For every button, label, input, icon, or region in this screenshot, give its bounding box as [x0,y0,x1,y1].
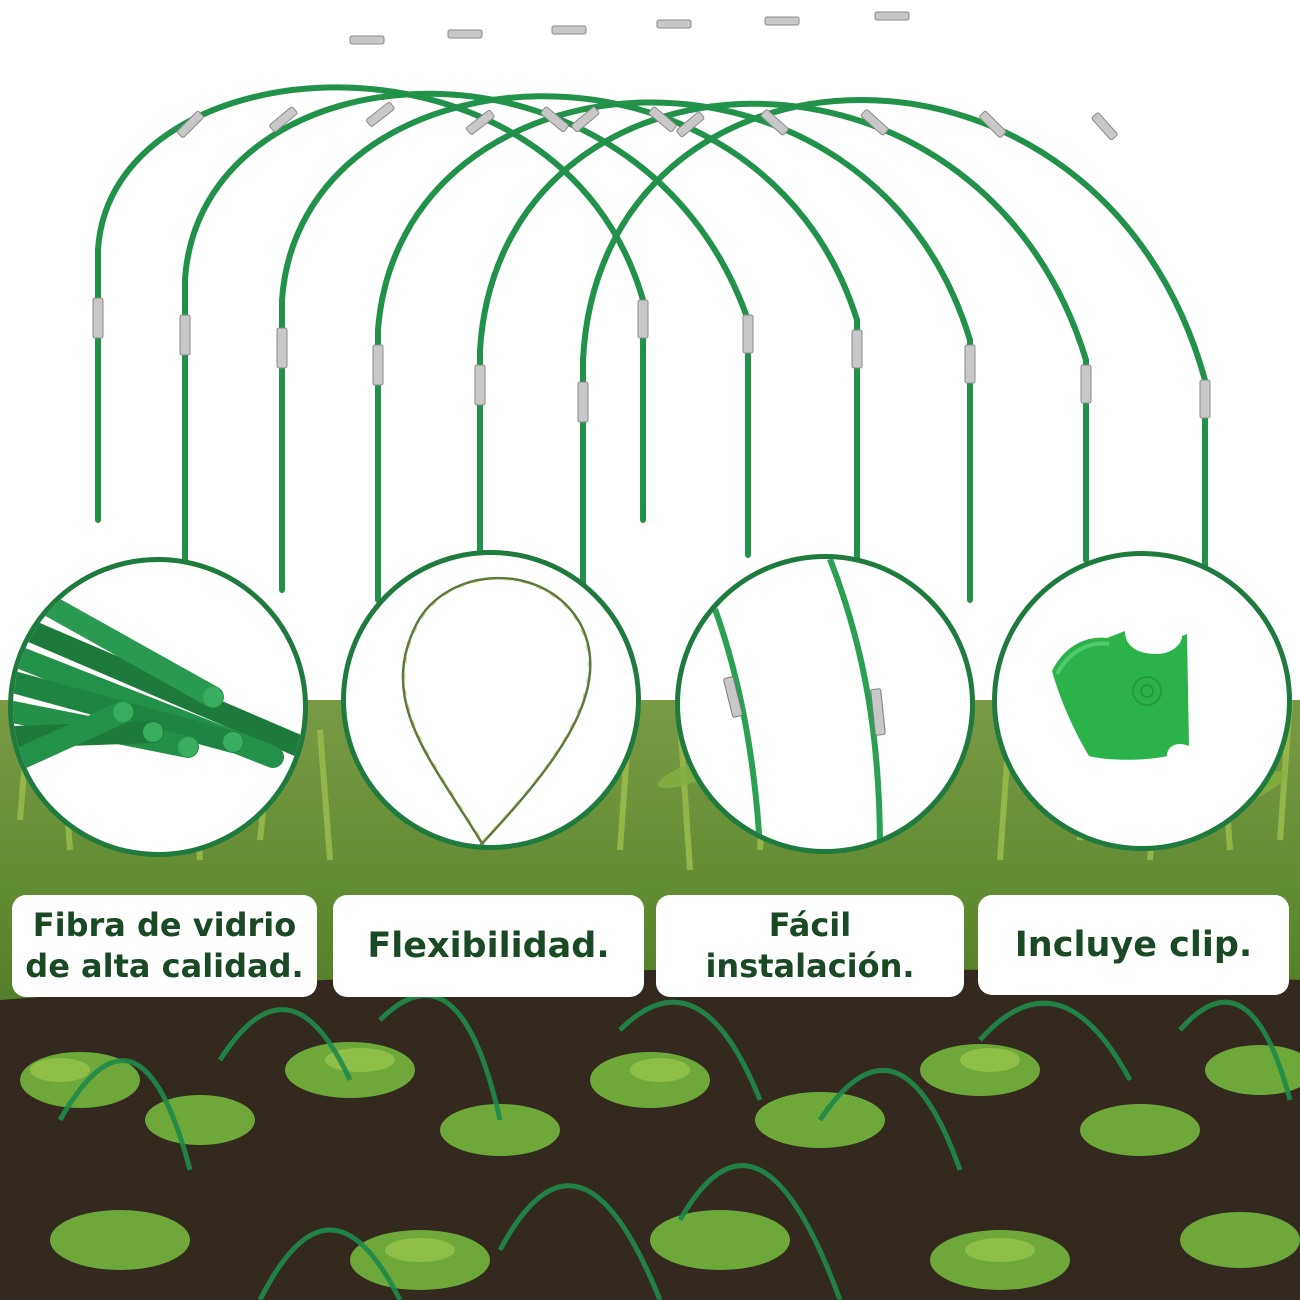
feature-label-flexibility: Flexibilidad. [333,895,644,997]
garden-hoops [92,11,1211,603]
bent-rod-icon [401,576,592,845]
feature-circle-rods [8,557,308,857]
feature-label-line: Fácil [768,906,852,945]
hoop-5 [477,100,1089,563]
hoop-3 [279,93,860,593]
feature-label-line: instalación. [705,947,915,985]
feature-circle-connector [675,554,975,854]
fiberglass-rods-icon [13,591,303,773]
hoop-2 [182,90,751,563]
rod-connector-icon [712,559,886,849]
feature-label-line: Incluye clip. [1014,924,1253,965]
feature-label-clip: Incluye clip. [978,895,1289,995]
feature-label-installation: Fácil instalación. [656,895,964,997]
feature-label-line: Flexibilidad. [367,925,610,966]
feature-circle-flex [341,550,641,850]
hoop-4 [375,99,973,603]
garden-scene [0,700,1300,1300]
feature-label-fiberglass: Fibra de vidrio de alta calidad. [12,895,317,997]
feature-label-line: Fibra de vidrio [32,906,297,945]
hoop-6 [580,97,1208,603]
hoop-1 [95,84,646,523]
feature-circle-clip [992,551,1292,851]
feature-label-line: de alta calidad. [25,947,304,985]
clip-icon [1052,631,1189,760]
